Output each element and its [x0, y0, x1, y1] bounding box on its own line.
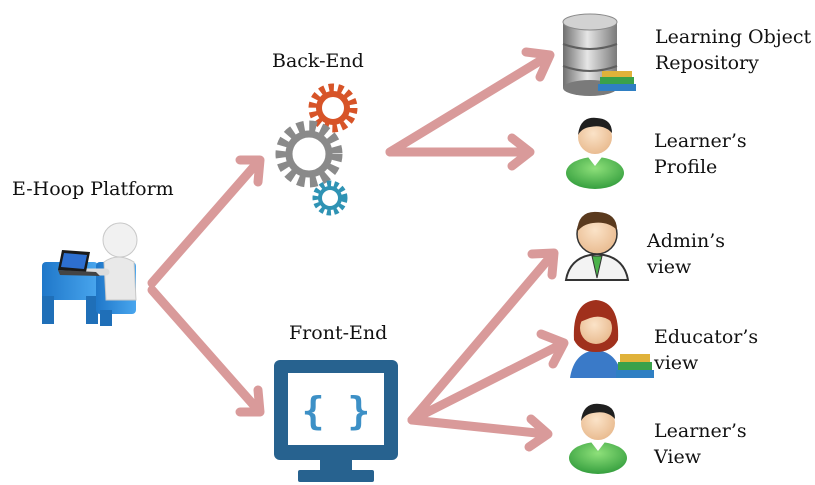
learner-profile-label-line1: Learner’s [654, 130, 747, 152]
arrow-frontend-to-admin [407, 248, 559, 425]
arrow-platform-to-backend [147, 155, 265, 288]
arrow-frontend-to-educator [407, 329, 569, 425]
backend-label: Back-End [272, 50, 364, 72]
admin-view-label-line2: view [647, 256, 692, 278]
arrow-backend-to-repository [385, 47, 555, 157]
gray-gear-icon [275, 120, 343, 188]
learner-view-label-line1: Learner’s [654, 420, 747, 442]
learner-view-label: Learner’s View [654, 418, 747, 470]
learner-view-avatar-icon [569, 403, 627, 474]
learner-profile-avatar-icon [566, 117, 624, 189]
educator-view-label-line1: Educator’s [654, 326, 759, 348]
arrow-backend-to-learner-profile [385, 133, 535, 171]
user-at-laptop-icon [42, 222, 138, 326]
learner-profile-label: Learner’s Profile [654, 128, 747, 180]
monitor-code-icon: { } [274, 360, 398, 482]
repository-label-line1: Learning Object [655, 26, 812, 48]
platform-label: E-Hoop Platform [12, 178, 174, 200]
repository-label: Learning Object Repository [655, 24, 811, 76]
arrow-platform-to-frontend [147, 285, 265, 417]
code-glyph: { } [302, 389, 371, 433]
learner-view-label-line2: View [654, 446, 701, 468]
admin-avatar-icon [564, 211, 630, 281]
arrows [147, 47, 569, 452]
orange-gear-icon [308, 83, 358, 133]
arrow-frontend-to-learner-view [407, 414, 553, 452]
educator-view-label-line2: view [654, 352, 699, 374]
frontend-label: Front-End [289, 322, 388, 344]
teal-gear-icon [312, 180, 348, 216]
educator-view-label: Educator’s view [654, 324, 758, 376]
admin-view-label: Admin’s view [647, 228, 725, 280]
database-books-icon [562, 13, 636, 96]
admin-view-label-line1: Admin’s [647, 230, 726, 252]
gears-icon [275, 83, 358, 216]
learner-profile-label-line2: Profile [654, 156, 718, 178]
repository-label-line2: Repository [655, 52, 759, 74]
educator-avatar-icon [570, 300, 654, 378]
